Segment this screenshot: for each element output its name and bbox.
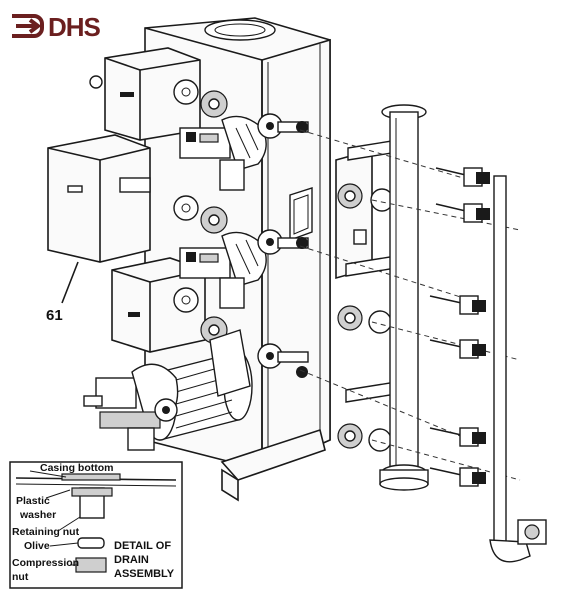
burner-row-1: [173, 79, 309, 191]
label-retaining-nut: Retaining nut: [12, 526, 80, 538]
tubes: [345, 139, 399, 403]
front-plate: [335, 148, 394, 452]
detail-title-line3: ASSEMBLY: [114, 568, 175, 580]
valves: [429, 167, 490, 487]
cylinder-assembly: [83, 329, 253, 451]
logo-text: DHS: [48, 12, 101, 42]
dhs-logo: DHS: [12, 12, 102, 42]
label-olive: Olive: [24, 540, 50, 552]
detail-title-line2: DRAIN: [114, 554, 149, 566]
callout-61-leader: [61, 261, 79, 304]
label-nut: nut: [12, 571, 29, 583]
burner-row-2: [173, 195, 309, 309]
drain-detail-inset: Casing bottom Plastic washer Retaining n…: [9, 461, 183, 589]
callout-61: 61: [46, 307, 63, 324]
label-casing-bottom: Casing bottom: [40, 462, 114, 474]
detail-title-line1: DETAIL OF: [114, 540, 171, 552]
gas-pipe: [489, 175, 547, 563]
label-plastic: Plastic: [16, 495, 50, 507]
label-compression: Compression: [12, 557, 79, 569]
control-box-lower: [111, 257, 206, 353]
label-washer: washer: [19, 509, 56, 521]
manifold-pipe: [379, 104, 429, 491]
control-box-61: [47, 134, 151, 263]
